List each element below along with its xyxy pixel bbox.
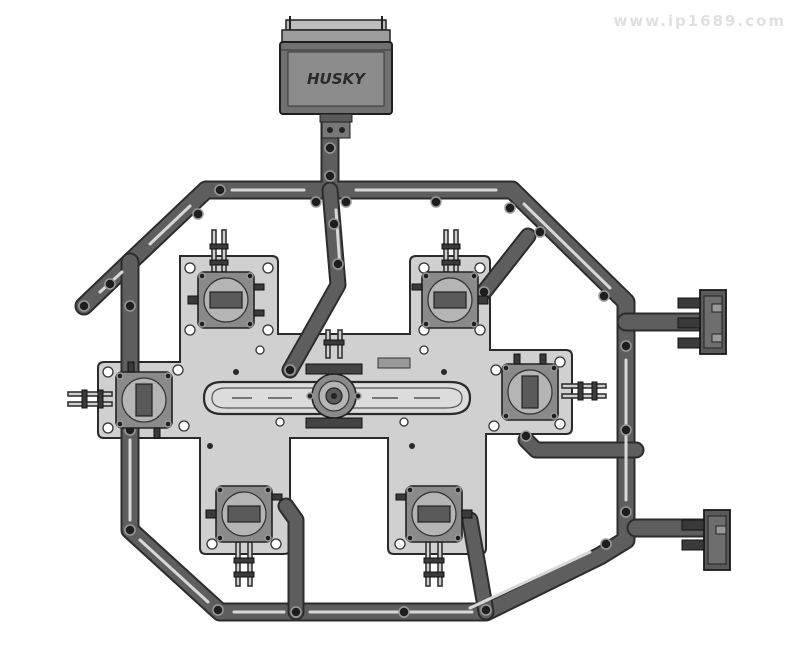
connector-block-lower xyxy=(681,509,731,571)
hot-runner-nozzle-right xyxy=(501,353,607,421)
hot-runner-nozzle-bottom-left xyxy=(205,485,283,587)
hot-runner-nozzle-top-right xyxy=(411,229,489,329)
connector-block-upper xyxy=(677,289,727,355)
inlet-nozzle xyxy=(305,329,363,429)
frame-bolts xyxy=(78,142,632,618)
watermark-text: www.ip1689.com xyxy=(613,12,786,30)
hot-runner-nozzle-bottom-right xyxy=(395,485,473,587)
husky-logo-text: HUSKY xyxy=(307,70,367,88)
hot-runner-nozzle-left xyxy=(67,361,173,439)
husky-controller-box: HUSKY xyxy=(279,16,393,139)
plate-holes xyxy=(102,262,566,550)
hot-runner-nozzle-top-left xyxy=(187,229,265,329)
